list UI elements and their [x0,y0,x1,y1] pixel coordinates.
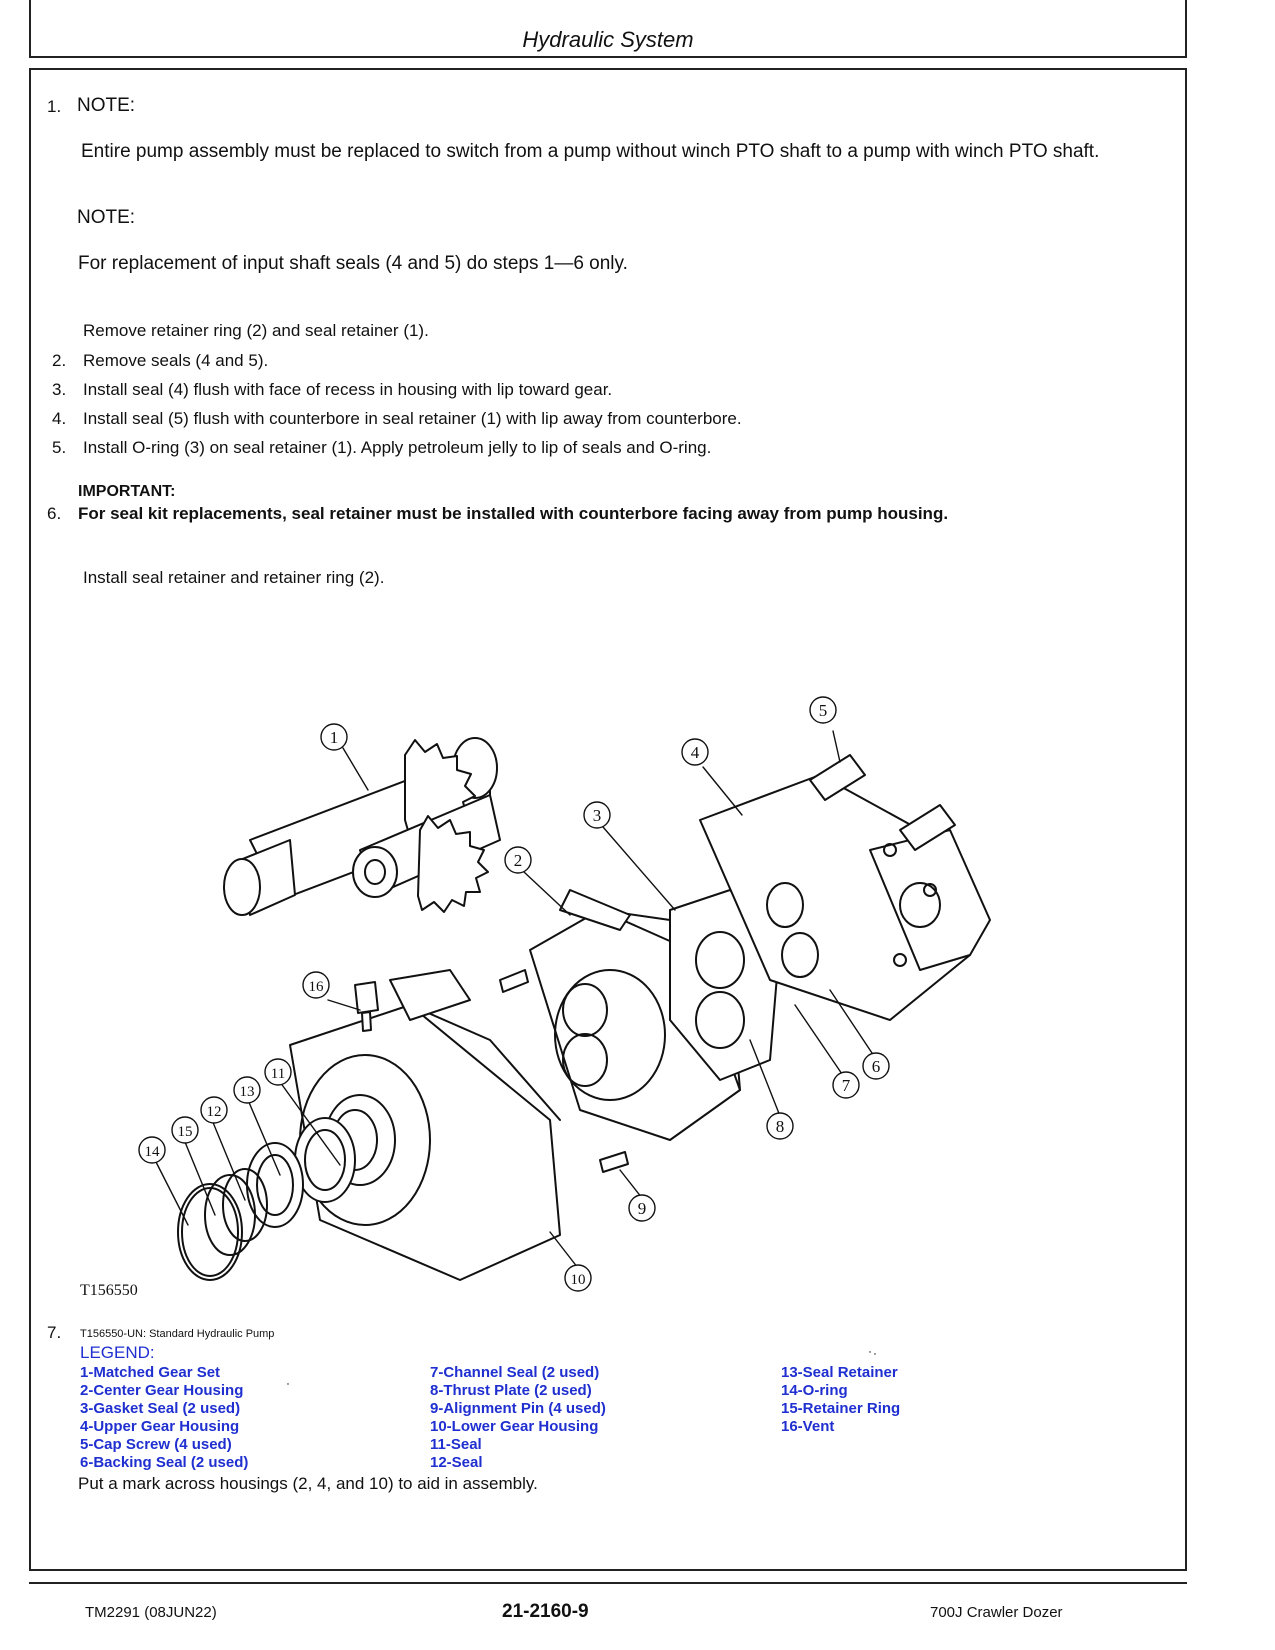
step-text: Install seal retainer and retainer ring … [83,568,385,587]
callout-circle [766,1112,794,1140]
legend-item: 8-Thrust Plate (2 used) [430,1382,592,1399]
figure-caption: T156550-UN: Standard Hydraulic Pump [80,1328,275,1340]
legend-item: 13-Seal Retainer [781,1364,898,1381]
note-label: NOTE: [77,207,136,228]
legend-item: 11-Seal [430,1436,482,1453]
step-number: 1. [47,97,62,116]
callout-number: 16 [309,979,325,995]
callout-circle [233,1076,261,1104]
callout-number: 6 [872,1057,881,1076]
callout-circle [264,1058,292,1086]
callout-number: 7 [842,1076,851,1095]
callout-circle [320,723,348,751]
callout-number: 12 [207,1104,222,1120]
callout-number: 13 [240,1084,255,1100]
legend-item: 2-Center Gear Housing [80,1382,244,1399]
important-label: IMPORTANT: [78,483,176,500]
callout-number: 9 [638,1199,647,1218]
legend-title: LEGEND: [80,1343,155,1362]
legend-item: 4-Upper Gear Housing [80,1418,240,1435]
footer-page-number: 21-2160-9 [502,1601,589,1622]
matched-gear-set [223,737,501,916]
content-frame [29,68,1187,1571]
legend-item: 9-Alignment Pin (4 used) [430,1400,606,1417]
step-text: Install O-ring (3) on seal retainer (1).… [83,438,712,457]
note-label: NOTE: [77,95,136,116]
legend-item: 14-O-ring [781,1382,848,1399]
important-text: For seal kit replacements, seal retainer… [78,504,949,523]
callout-circle [832,1071,860,1099]
callout-number: 3 [593,806,602,825]
callout-circle [862,1052,890,1080]
callout-circle [138,1136,166,1164]
legend-item: 3-Gasket Seal (2 used) [80,1400,241,1417]
callout-circle [681,738,709,766]
legend-item: 12-Seal [430,1454,483,1471]
legend-item: 15-Retainer Ring [781,1400,901,1417]
callout-number: 8 [776,1117,785,1136]
callout-number: 11 [271,1066,285,1082]
legend-item: 10-Lower Gear Housing [430,1418,599,1435]
callout-circle [200,1096,228,1124]
footer-rule [29,1582,1187,1584]
seals-rings [177,1117,356,1281]
legend-item: 7-Channel Seal (2 used) [430,1364,600,1381]
step-text: Remove retainer ring (2) and seal retain… [83,321,429,340]
legend-item: 1-Matched Gear Set [80,1364,221,1381]
leader-lines [154,730,876,1385]
callout-number: 14 [145,1144,161,1160]
footer-product-name: 700J Crawler Dozer [930,1604,1063,1621]
step-number: 6. [47,504,62,523]
step-number: 7. [47,1323,62,1342]
callout-number: 4 [691,743,700,762]
lower-gear-housing [289,969,561,1281]
note-text: Entire pump assembly must be replaced to… [81,141,1100,162]
step-number: 3. [52,380,67,399]
step-number: 5. [52,438,67,457]
footer-manual-id: TM2291 (08JUN22) [85,1604,217,1621]
legend-item: 5-Cap Screw (4 used) [80,1436,232,1453]
legend-item: 16-Vent [781,1418,835,1435]
step-text: Remove seals (4 and 5). [83,351,269,370]
alignment-pins [499,969,629,1173]
callout-circle [628,1194,656,1222]
note-text: For replacement of input shaft seals (4 … [78,253,628,274]
callout-circle [504,846,532,874]
callout-circle [302,971,330,999]
vent [354,981,379,1032]
section-title: Hydraulic System [522,27,694,52]
callout-circle [171,1116,199,1144]
callout-number: 1 [330,728,339,747]
callout-number: 10 [571,1272,586,1288]
header-box: Hydraulic System [29,0,1187,58]
upper-gear-housing [699,754,991,1021]
callout-number: 5 [819,701,828,720]
legend-item: 6-Backing Seal (2 used) [80,1454,249,1471]
step-text: Install seal (4) flush with face of rece… [83,380,613,399]
callout-circle [809,696,837,724]
step-text: Put a mark across housings (2, 4, and 10… [78,1474,538,1493]
callout-circle [564,1264,592,1292]
figure-id: T156550 [80,1282,138,1299]
step-number: 2. [52,351,67,370]
callout-number: 2 [514,851,523,870]
step-text: Install seal (5) flush with counterbore … [83,409,742,428]
callout-circle [583,801,611,829]
step-number: 4. [52,409,67,428]
callout-number: 15 [178,1124,193,1140]
